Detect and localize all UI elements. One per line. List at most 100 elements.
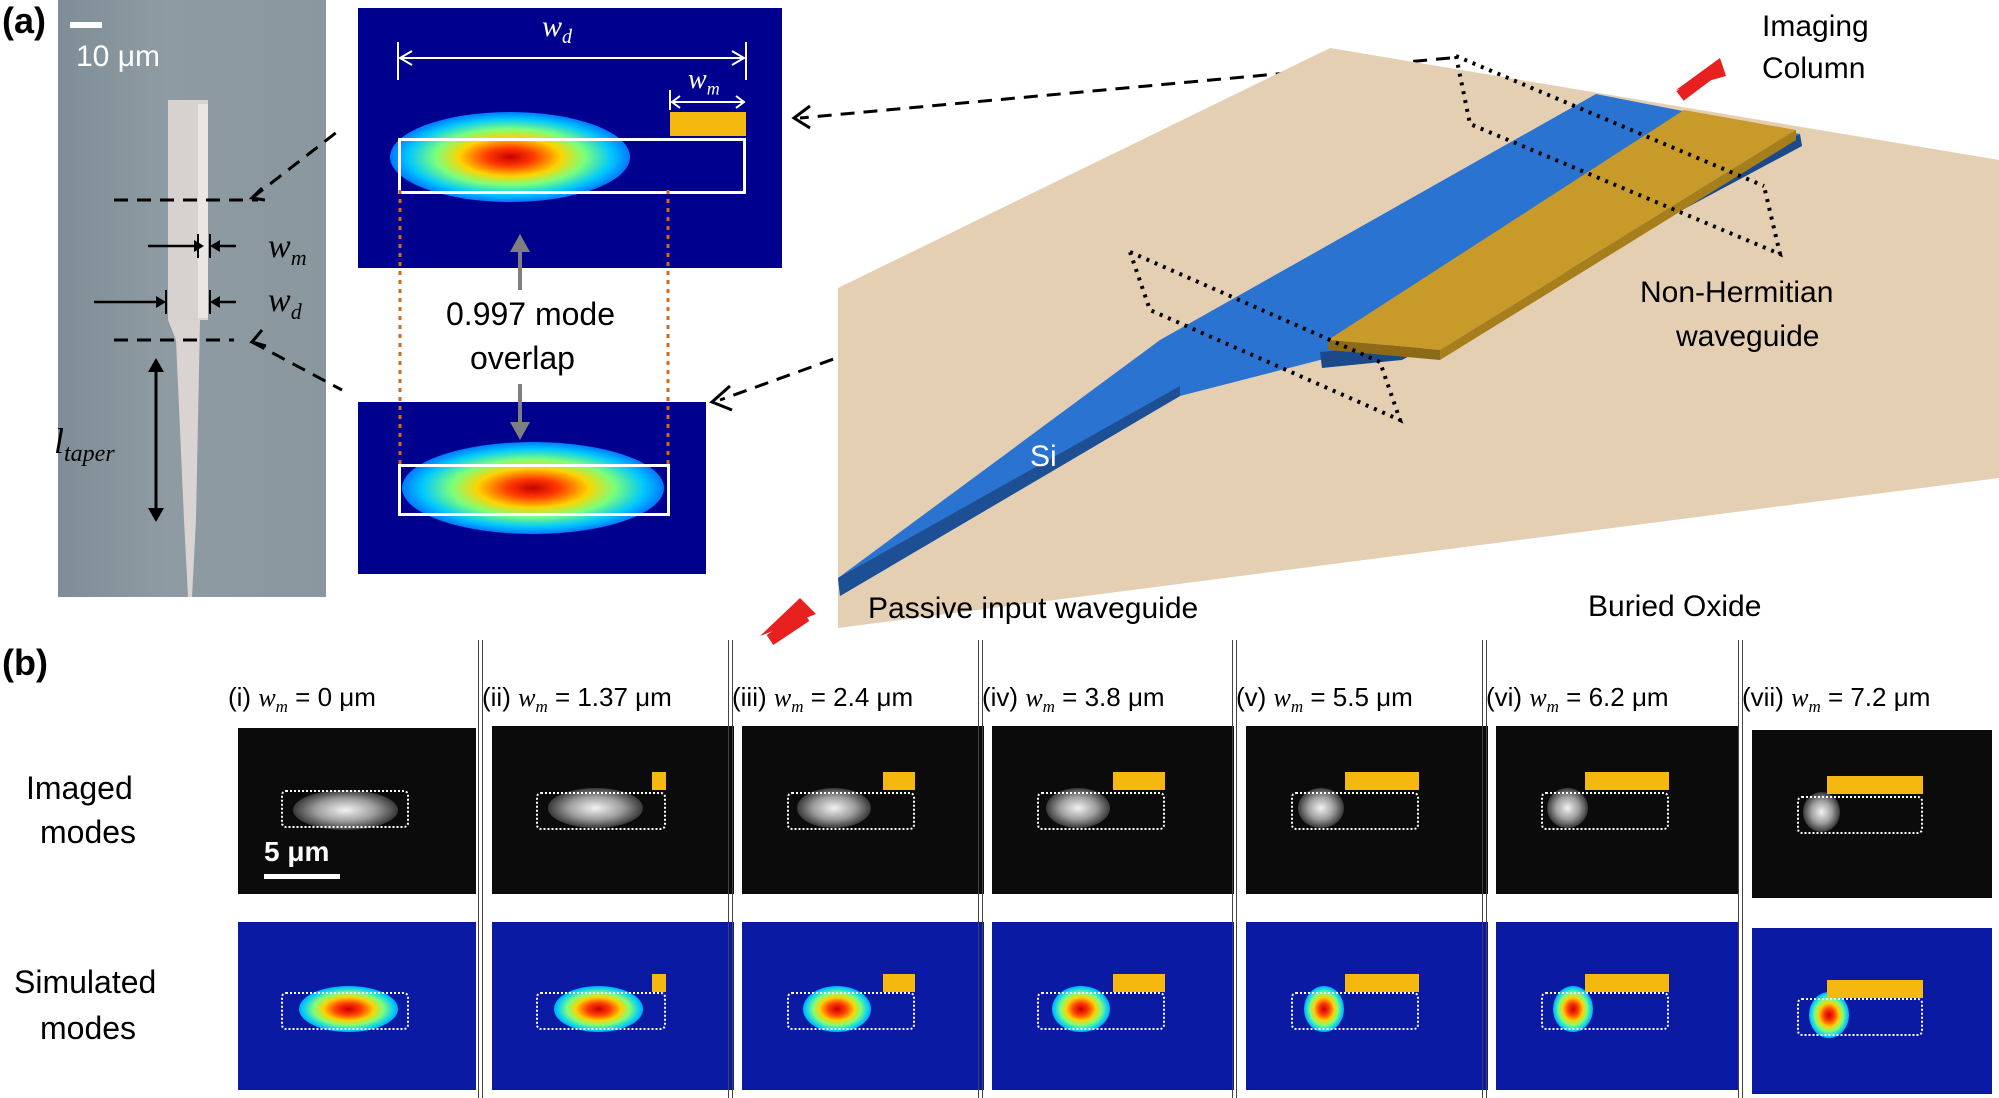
metal-strip-top (670, 112, 746, 136)
micro-ltaper-symbol: l (54, 421, 65, 461)
mode-profile-top: wd wm (358, 8, 782, 268)
mode-top-wd-symbol: w (542, 10, 563, 43)
waveguide-outline (1291, 792, 1420, 830)
metal-strip (1827, 776, 1924, 794)
frame-roman: (iv) (982, 682, 1026, 712)
frame-wm-symbol: w (1025, 683, 1043, 712)
frame-wm-sub: m (535, 697, 548, 717)
frame-roman: (vi) (1486, 682, 1530, 712)
waveguide-outline (536, 992, 667, 1030)
frame-wm-value: = 6.2 μm (1558, 682, 1669, 712)
frame-wm-value: = 0 μm (287, 682, 376, 712)
frame-title: (vii) wm = 7.2 μm (1742, 682, 1930, 717)
waveguide-outline (787, 792, 916, 830)
frame-separator (1738, 640, 1743, 1098)
imaged-mode-frame (1246, 726, 1488, 894)
micro-ltaper-label: ltaper (54, 420, 115, 468)
mode-glow-top (390, 112, 630, 202)
frame-separator (728, 640, 733, 1098)
metal-strip (652, 974, 667, 992)
mode-top-wm: wm (688, 64, 720, 100)
simulated-mode-frame (1496, 922, 1738, 1090)
width-dimension-lines (397, 42, 747, 110)
scale-bar (264, 874, 340, 879)
input-arrow (766, 611, 810, 645)
imaged-mode-spot (1046, 788, 1110, 828)
panel-a-label: (a) (2, 0, 46, 41)
mode-profile-bottom (358, 402, 706, 574)
overlap-value: 0.997 mode (446, 296, 616, 332)
metal-strip (1113, 772, 1166, 790)
frame-wm-sub: m (1290, 697, 1304, 717)
metal-strip (883, 974, 916, 992)
waveguide-outline (1541, 992, 1670, 1030)
metal-strip (1113, 974, 1166, 992)
frame-roman: (ii) (482, 682, 519, 712)
frame-wm-value: = 3.8 μm (1054, 682, 1165, 712)
metal-strip (1585, 772, 1670, 790)
waveguide-outline (1797, 998, 1924, 1036)
micro-wm-symbol: w (268, 228, 291, 265)
nh-label-2: waveguide (1676, 320, 1820, 353)
waveguide-outline (1037, 792, 1166, 830)
frame-wm-symbol: w (773, 683, 792, 712)
frame-wm-value: = 2.4 μm (803, 682, 914, 712)
frame-separator (1232, 640, 1237, 1098)
imaged-mode-spot (1547, 788, 1588, 828)
frame-wm-symbol: w (1529, 683, 1547, 712)
frame-wm-sub: m (791, 697, 804, 717)
imaged-mode-frame (1496, 726, 1738, 894)
mode-top-wd: wd (542, 10, 572, 49)
imaged-mode-frame (742, 726, 984, 894)
imaging-label-1: Imaging (1762, 10, 1869, 43)
nh-label-1: Non-Hermitian (1640, 276, 1834, 309)
row-sim-1: Simulated (14, 964, 157, 1000)
imaging-label-2: Column (1762, 52, 1866, 85)
frame-title: (ii) wm = 1.37 μm (482, 682, 672, 717)
micro-scale-label: 10 μm (76, 40, 160, 73)
metal-strip (1345, 974, 1420, 992)
imaged-mode-spot (1298, 788, 1344, 828)
frame-wm-value: = 7.2 μm (1820, 682, 1931, 712)
buried-oxide-label: Buried Oxide (1588, 590, 1762, 623)
micro-ltaper-sub: taper (64, 441, 115, 468)
overlap-word: overlap (470, 340, 575, 376)
waveguide-outline-bottom (398, 464, 670, 516)
waveguide-outline (281, 790, 410, 828)
frame-wm-symbol: w (1273, 683, 1291, 712)
si-label: Si (1030, 440, 1057, 473)
frame-wm-sub: m (1546, 697, 1559, 717)
frame-wm-symbol: w (1791, 683, 1809, 712)
frame-roman: (i) (228, 682, 259, 712)
micro-wd-sub: d (290, 298, 302, 324)
waveguide-outline (1037, 992, 1166, 1030)
mode-glow-bottom (402, 442, 664, 534)
metal-strip (1585, 974, 1670, 992)
panel-b-label: (b) (2, 642, 48, 683)
frame-roman: (v) (1236, 682, 1274, 712)
frame-title: (iii) wm = 2.4 μm (732, 682, 913, 717)
waveguide-outline (787, 992, 916, 1030)
mode-top-wd-sub: d (562, 26, 573, 48)
frame-title: (iv) wm = 3.8 μm (982, 682, 1165, 717)
mode-top-wm-sub: m (706, 78, 720, 99)
simulated-mode-frame (1246, 922, 1488, 1090)
frame-roman: (vii) (1742, 682, 1792, 712)
metal-strip (1345, 772, 1420, 790)
frame-separator (478, 640, 483, 1098)
micro-wm-sub: m (290, 244, 307, 270)
passive-input-label: Passive input waveguide (868, 592, 1199, 625)
micro-wm-label: wm (268, 228, 307, 271)
micro-wd-symbol: w (268, 282, 291, 319)
scale-bar-label: 5 μm (264, 836, 330, 867)
row-imaged-1: Imaged (26, 770, 133, 806)
frame-wm-sub: m (1808, 697, 1821, 717)
waveguide-outline (1797, 796, 1924, 834)
imaged-mode-spot (797, 788, 871, 828)
imaged-mode-spot (1802, 792, 1841, 832)
frame-separator (978, 640, 983, 1098)
frame-title: (i) wm = 0 μm (228, 682, 376, 717)
metal-strip (652, 772, 667, 790)
